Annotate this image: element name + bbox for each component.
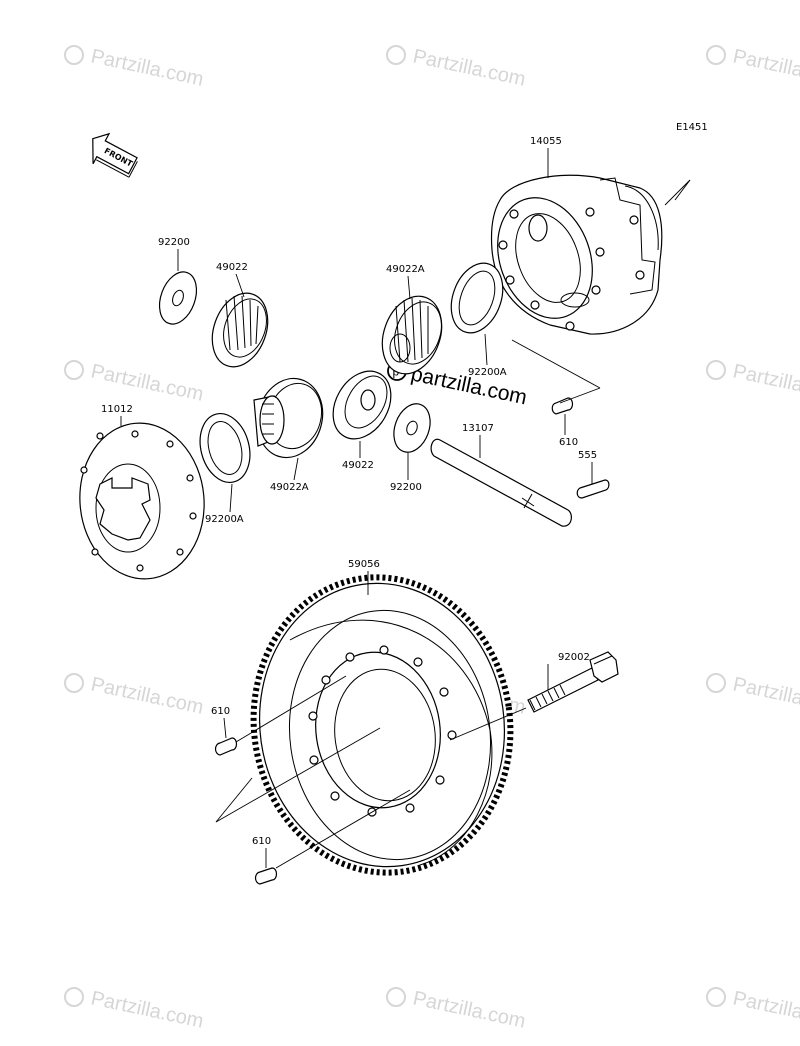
watermark: Partzilla.com	[386, 987, 528, 1033]
watermark: Partzilla.com	[706, 673, 800, 719]
watermark: Partzilla.com	[386, 45, 528, 91]
pin-610-left-top: 610	[211, 675, 347, 756]
part-label-49022-bottom: 49022	[342, 460, 374, 471]
part-label-49022-top: 49022	[216, 262, 248, 273]
part-label-92200-top: 92200	[158, 237, 190, 248]
part-label-555: 555	[578, 450, 597, 461]
washer-92200A-right: 92200A	[450, 262, 507, 378]
front-arrow-icon: FRONT	[92, 132, 138, 178]
part-label-14055: 14055	[530, 136, 562, 147]
washer-92200A-left: 92200A	[199, 413, 251, 525]
washer-92200-bottom: 92200	[390, 403, 431, 493]
flange-11012: 11012	[79, 404, 205, 580]
part-label-13107: 13107	[462, 423, 494, 434]
svg-text:Partzilla.com: Partzilla.com	[731, 673, 800, 718]
pinion-gear-49022-bottom: 49022	[332, 370, 392, 471]
part-label-11012: 11012	[101, 404, 133, 415]
differential-case-14055: 14055	[490, 136, 691, 335]
washer-92200-top: 92200	[158, 237, 198, 325]
part-label-49022A-top: 49022A	[386, 264, 425, 275]
pinion-gear-49022-top: 49022	[211, 262, 269, 368]
part-label-92200A-right: 92200A	[468, 367, 507, 378]
watermark: Partzilla.com	[64, 987, 206, 1033]
svg-text:Partzilla.com: Partzilla.com	[89, 987, 206, 1032]
pin-555: 555	[576, 450, 610, 499]
svg-text:Partzilla.com: Partzilla.com	[89, 45, 206, 90]
svg-text:Partzilla.com: Partzilla.com	[411, 987, 528, 1032]
watermark: Partzilla.com	[64, 673, 206, 719]
svg-text:Partzilla.com: Partzilla.com	[89, 673, 206, 718]
watermark: Partzilla.com	[64, 45, 206, 91]
svg-text:Partzilla.com: Partzilla.com	[731, 987, 800, 1032]
part-label-610-left-top: 610	[211, 706, 230, 717]
side-gear-49022A-top: 49022A	[381, 264, 443, 375]
svg-text:Partzilla.com: Partzilla.com	[731, 360, 800, 405]
part-label-610-right: 610	[559, 437, 578, 448]
watermark: Partzilla.com	[706, 360, 800, 406]
watermark: Partzilla.com	[706, 45, 800, 91]
shaft-13107: 13107	[430, 423, 572, 527]
svg-text:Partzilla.com: Partzilla.com	[731, 45, 800, 90]
watermark: Partzilla.com	[64, 360, 206, 406]
svg-text:Partzilla.com: Partzilla.com	[89, 360, 206, 405]
diagram-code: E1451	[676, 122, 708, 133]
part-label-92200-bottom: 92200	[390, 482, 422, 493]
bolt-92002: 92002	[449, 651, 619, 741]
part-label-92200A-left: 92200A	[205, 514, 244, 525]
part-label-49022A-bottom: 49022A	[270, 482, 309, 493]
side-gear-49022A-bottom: 49022A	[253, 377, 324, 493]
svg-text:Partzilla.com: Partzilla.com	[411, 45, 528, 90]
part-label-92002: 92002	[558, 652, 590, 663]
part-label-610-left-bottom: 610	[252, 836, 271, 847]
part-label-59056: 59056	[348, 559, 380, 570]
pin-610-left-bottom: 610	[252, 789, 411, 885]
ring-gear-59056: 59056	[215, 559, 514, 876]
pin-610-right: 610	[511, 339, 601, 448]
watermark: Partzilla.com	[706, 987, 800, 1033]
